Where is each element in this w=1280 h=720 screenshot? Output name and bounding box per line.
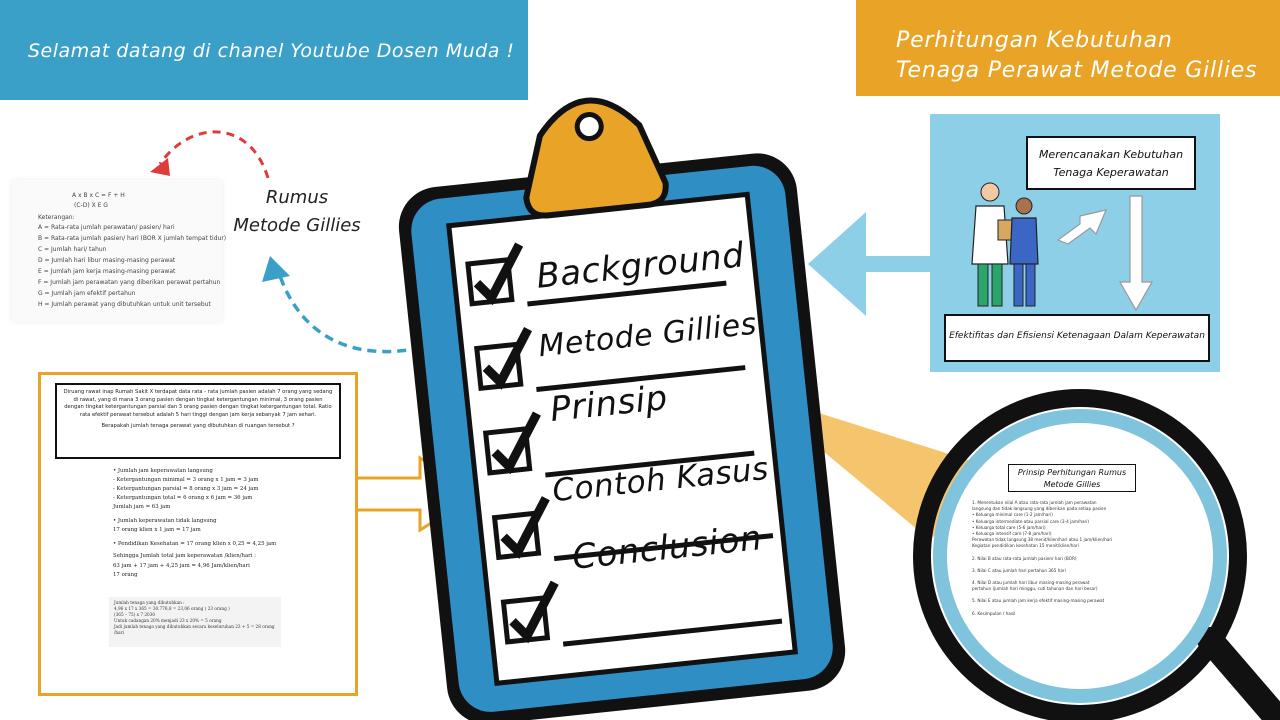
formula-item: B = Rata-rata jumlah pasien/ hari (BOR X… <box>38 235 227 242</box>
calc-line: • Pendidikan Kesehatan = 17 orang klien … <box>113 541 277 547</box>
magnifier-line: 3. Nilai C atau jumlah hari pertahun 365… <box>972 567 1066 573</box>
clipboard-clip <box>523 97 669 219</box>
underline <box>536 365 746 393</box>
magnifier-line: Kegiatan pendidikan kesehatan 15 menit/k… <box>972 543 1079 549</box>
magnifier-title: Prinsip Perhitungan Rumus Metode Gillies <box>1008 464 1136 492</box>
calc-line: 63 jam + 17 jam + 4,25 jam = 4,96 Jam/kl… <box>113 563 250 569</box>
down-arrow-icon <box>1118 195 1154 312</box>
magnifier-text: 1. Menentukan nilai A atau rata-rata jum… <box>972 500 1202 617</box>
nurse-leg <box>1013 263 1024 307</box>
underline <box>545 450 755 478</box>
case-study-question: Berapakah jumlah tenaga perawat yang dib… <box>101 423 295 429</box>
nurse-uniform <box>1009 217 1039 265</box>
case-study-text: Diruang rawat inap Rumah Sakit X terdapa… <box>63 389 333 418</box>
magnifier-line: • Keluarga total care (5-6 jam/hari) <box>972 524 1046 530</box>
magnifier-line: Perawatan tidak langsung 38 menit/klien/… <box>972 537 1113 543</box>
calc-summary-box: Jumlah tenaga yang dibutuhkan : 4,96 x 1… <box>109 597 281 647</box>
calc-line: - Ketergantungan minimal = 3 orang x 1 j… <box>113 477 259 483</box>
up-right-arrow-icon <box>1056 209 1108 245</box>
calc-line: Sehingga Jumlah total jam keperawatan /k… <box>113 553 256 559</box>
checkmark-icon <box>500 496 550 559</box>
case-study-box: Diruang rawat inap Rumah Sakit X terdapa… <box>55 383 341 459</box>
checkmark-icon <box>491 411 541 475</box>
calc-line: • Jumlah keperawatan tidak langsung <box>113 518 217 524</box>
magnifier-handle <box>1197 627 1280 720</box>
calc-summary-line: Jadi jumlah tenaga yang dibutuhkan secar… <box>114 624 275 635</box>
calc-line: - Ketergantungan total = 6 orang x 6 jam… <box>113 495 253 501</box>
doctor-leg <box>977 263 989 307</box>
calc-line: - Ketergantungan parsial = 8 orang x 3 j… <box>113 486 259 492</box>
formula-denominator: (C-D) X E G <box>74 202 108 209</box>
clipboard-clip-hole <box>574 112 604 142</box>
calc-line: Jumlah jam = 63 jam <box>113 504 171 510</box>
checkmark-icon <box>482 326 533 390</box>
plan-box: Merencanakan Kebutuhan Tenaga Keperawata… <box>1026 136 1196 190</box>
magnifier-line: • Keluarga intermediate atau parsial car… <box>972 518 1090 524</box>
rumus-label: Rumus Metode Gillies <box>222 184 372 240</box>
welcome-text: Selamat datang di chanel Youtube Dosen M… <box>28 40 515 62</box>
case-study-frame: Diruang rawat inap Rumah Sakit X terdapa… <box>38 372 358 696</box>
formula-item: G = Jumlah jam efektif pertahun <box>38 290 136 297</box>
welcome-banner: Selamat datang di chanel Youtube Dosen M… <box>0 0 528 100</box>
calc-summary-line: Untuk cadangan 20% menjadi 23 x 20% = 5 … <box>114 618 222 623</box>
magnifier-line: • Keluarga intensif care (7-8 jam/hari) <box>972 531 1052 537</box>
magnifier-line: pertahun (jumlah hari minggu, cuti tahun… <box>972 586 1098 592</box>
formula-item: D = Jumlah hari libur masing-masing pera… <box>38 257 176 264</box>
nurse-leg <box>1025 263 1036 307</box>
formula-item: C = Jumlah hari/ tahun <box>38 246 107 253</box>
checkmark-icon <box>509 580 559 644</box>
calc-summary-line: Jumlah tenaga yang dibutuhkan : <box>114 600 185 605</box>
magnifier-rim <box>913 389 1247 720</box>
doctor-leg <box>991 263 1003 307</box>
blue-solid-arrow <box>808 212 930 316</box>
red-arrow-head <box>150 158 170 176</box>
title-line-1: Perhitungan Kebutuhan <box>896 28 1173 53</box>
calc-line: • Jumlah jam keperawatan langsung <box>113 468 213 474</box>
panel-illustration <box>971 182 1154 312</box>
calc-summary-line: (365 – 75) x 7 2030 <box>114 612 156 617</box>
formula-card: A x B x C = F + H (C-D) X E G Keterangan… <box>12 180 226 322</box>
calc-summary-line: 4,96 x 17 x 365 = 30.776,8 = 23,06 orang… <box>114 606 230 611</box>
planning-panel: Merencanakan Kebutuhan Tenaga Keperawata… <box>930 114 1220 372</box>
magnifier-line: 4. Nilai D atau jumlah hari libur masing… <box>972 580 1090 586</box>
red-dashed-arrow <box>158 130 270 179</box>
efficiency-box: Efektifitas dan Efisiensi Ketenagaan Dal… <box>944 314 1210 362</box>
title-line-2: Tenaga Perawat Metode Gillies <box>896 58 1258 83</box>
magnifier-line: 5. Nilai E atau jumlah jam kerja efektif… <box>972 598 1105 604</box>
formula-item: A = Rata-rata jumlah perawatan/ pasien/ … <box>38 224 175 231</box>
calc-line: 17 orang klien x 1 jam = 17 jam <box>113 527 201 533</box>
formula-item: F = Jumlah jam perawatan yang diberikan … <box>38 279 221 286</box>
magnifier-line: langsung dan tidak langsung yang diberik… <box>972 506 1107 512</box>
magnifier-line: 6. Kesimpulan / hasil <box>972 610 1016 616</box>
formula-item: E = Jumlah jam kerja masing-masing peraw… <box>38 268 176 275</box>
nurse-head <box>1015 197 1033 215</box>
magnifier-line: • Keluarga minimal care (1-2 jam/hari) <box>972 512 1053 518</box>
calc-line: 17 orang <box>113 572 138 578</box>
formula-heading: Keterangan: <box>38 214 75 221</box>
blue-arrow-head <box>262 256 290 282</box>
underline <box>527 280 727 307</box>
formula-equation: A x B x C = F + H <box>72 192 125 199</box>
checkmark-icon <box>473 242 524 306</box>
rumus-label-line-2: Metode Gillies <box>233 215 361 236</box>
magnifier-line: 2. Nilai B atau rata-rata jumlah pasien/… <box>972 555 1077 561</box>
formula-item: H = Jumlah perawat yang dibutuhkan untuk… <box>38 301 211 308</box>
rumus-label-line-1: Rumus <box>265 187 329 208</box>
magnifier-line: 1. Menentukan nilai A atau rata-rata jum… <box>972 500 1097 505</box>
underline <box>553 533 774 562</box>
doctor-head <box>980 182 1000 202</box>
underline <box>562 618 783 647</box>
title-banner: Perhitungan Kebutuhan Tenaga Perawat Met… <box>856 0 1280 96</box>
clipboard <box>398 97 846 720</box>
